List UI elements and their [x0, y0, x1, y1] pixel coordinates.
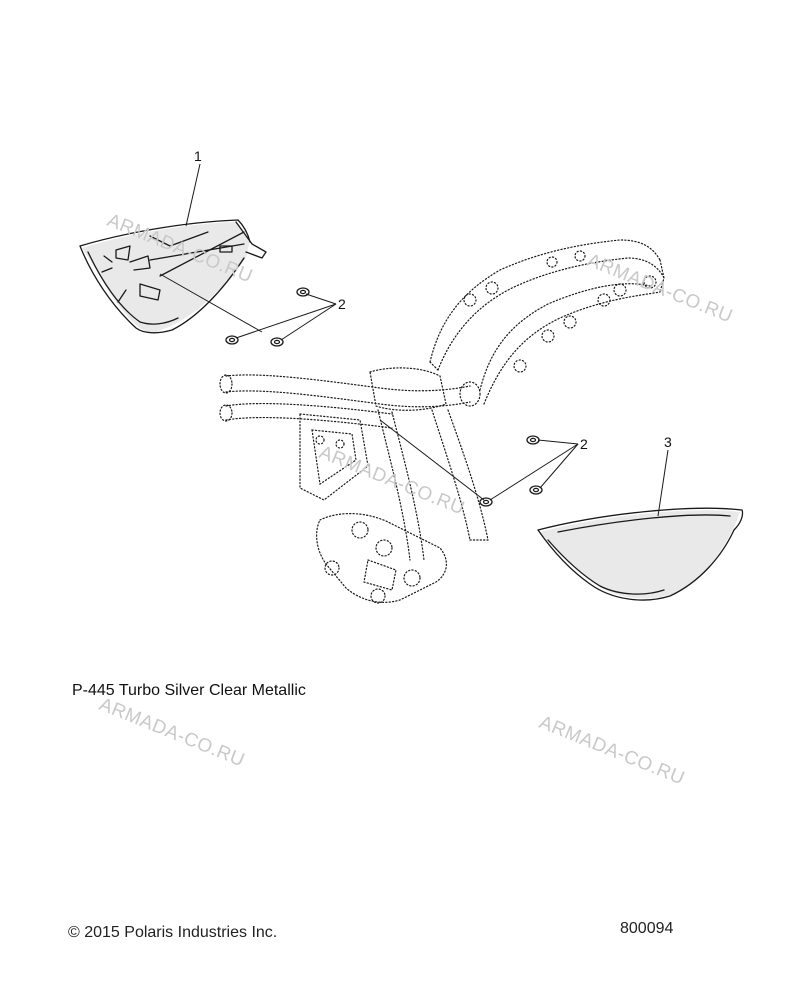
fasteners: [225, 287, 543, 507]
callout-3: 3: [664, 434, 672, 450]
callout-2-right: 2: [580, 436, 588, 452]
frame-outline: [219, 239, 665, 604]
leader-lines: [159, 163, 669, 517]
diagram-id: 800094: [620, 920, 674, 937]
callout-1: 1: [194, 148, 202, 164]
color-caption: P-445 Turbo Silver Clear Metallic: [72, 682, 306, 699]
callout-2-left: 2: [338, 296, 346, 312]
right-side-cover: [537, 507, 744, 601]
copyright-text: © 2015 Polaris Industries Inc.: [68, 924, 278, 941]
left-side-cover: [79, 219, 267, 334]
